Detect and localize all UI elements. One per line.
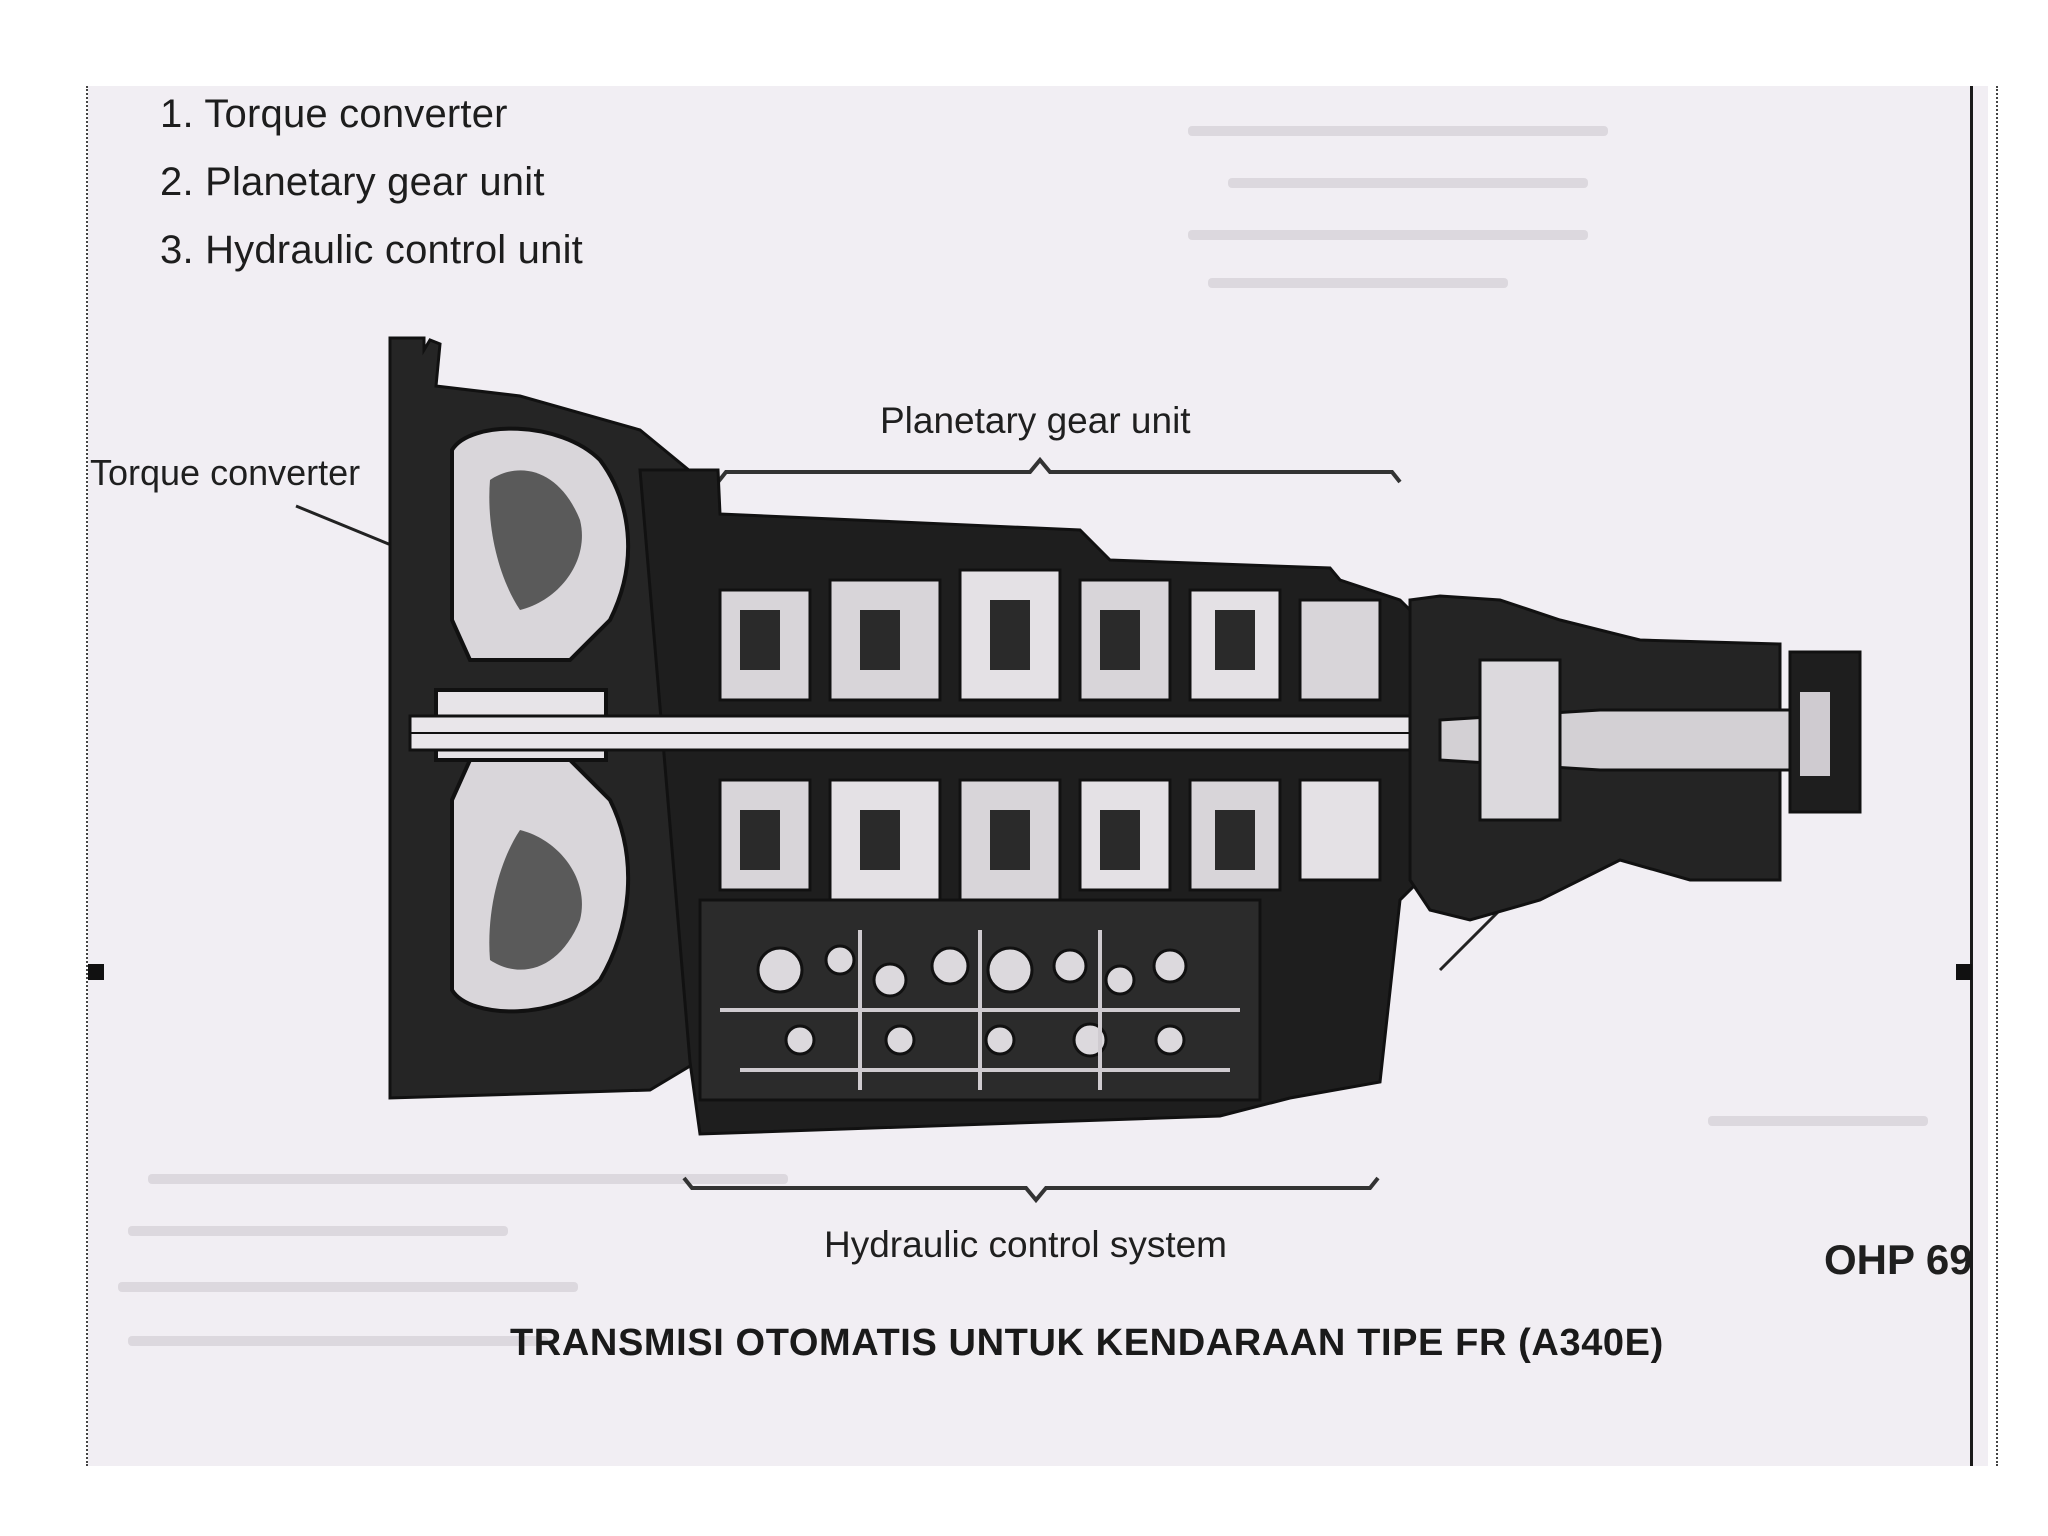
clutch-packs-lower [718,778,1382,902]
bleed-through-line [1188,230,1588,240]
bleed-through-line [1228,178,1588,188]
legend-item: 1. Torque converter [160,92,508,136]
bleed-through-line [128,1336,548,1346]
right-dotted-border [1996,86,1998,1466]
planetary-gear-unit-label: Planetary gear unit [880,400,1191,441]
torque-converter-label: Torque converter [90,452,361,493]
stator-blades-lower [489,830,582,970]
bleed-through-line [1208,278,1508,288]
output-flange-face [1800,692,1830,776]
legend-item: 3. Hydraulic control unit [160,228,583,272]
hydraulic-control-bracket [682,1176,1380,1204]
component-legend: 1. Torque converter 2. Planetary gear un… [160,80,583,284]
right-page-edge [1970,86,1973,1466]
bleed-through-line [128,1226,508,1236]
stator-blades-upper [489,470,582,610]
bleed-through-line [1708,1116,1928,1126]
page-code: OHP 69 [1824,1236,1973,1283]
hydraulic-control-system-label: Hydraulic control system [824,1224,1228,1265]
valve-body-spools [756,944,1188,1058]
legend-item: 2. Planetary gear unit [160,160,545,204]
bottom-whitespace [0,1466,2048,1536]
bleed-through-line [1188,126,1608,136]
output-shaft-bearing [1478,658,1562,822]
left-dotted-border [86,86,88,1466]
clutch-packs-upper [718,568,1382,702]
figure-caption: TRANSMISI OTOMATIS UNTUK KENDARAAN TIPE … [510,1322,1664,1364]
bleed-through-line [148,1174,788,1184]
valve-body-channels [720,930,1240,1090]
right-resize-handle[interactable] [1956,964,1972,980]
bleed-through-line [118,1282,578,1292]
left-resize-handle[interactable] [88,964,104,980]
planetary-gear-bracket [716,456,1402,484]
